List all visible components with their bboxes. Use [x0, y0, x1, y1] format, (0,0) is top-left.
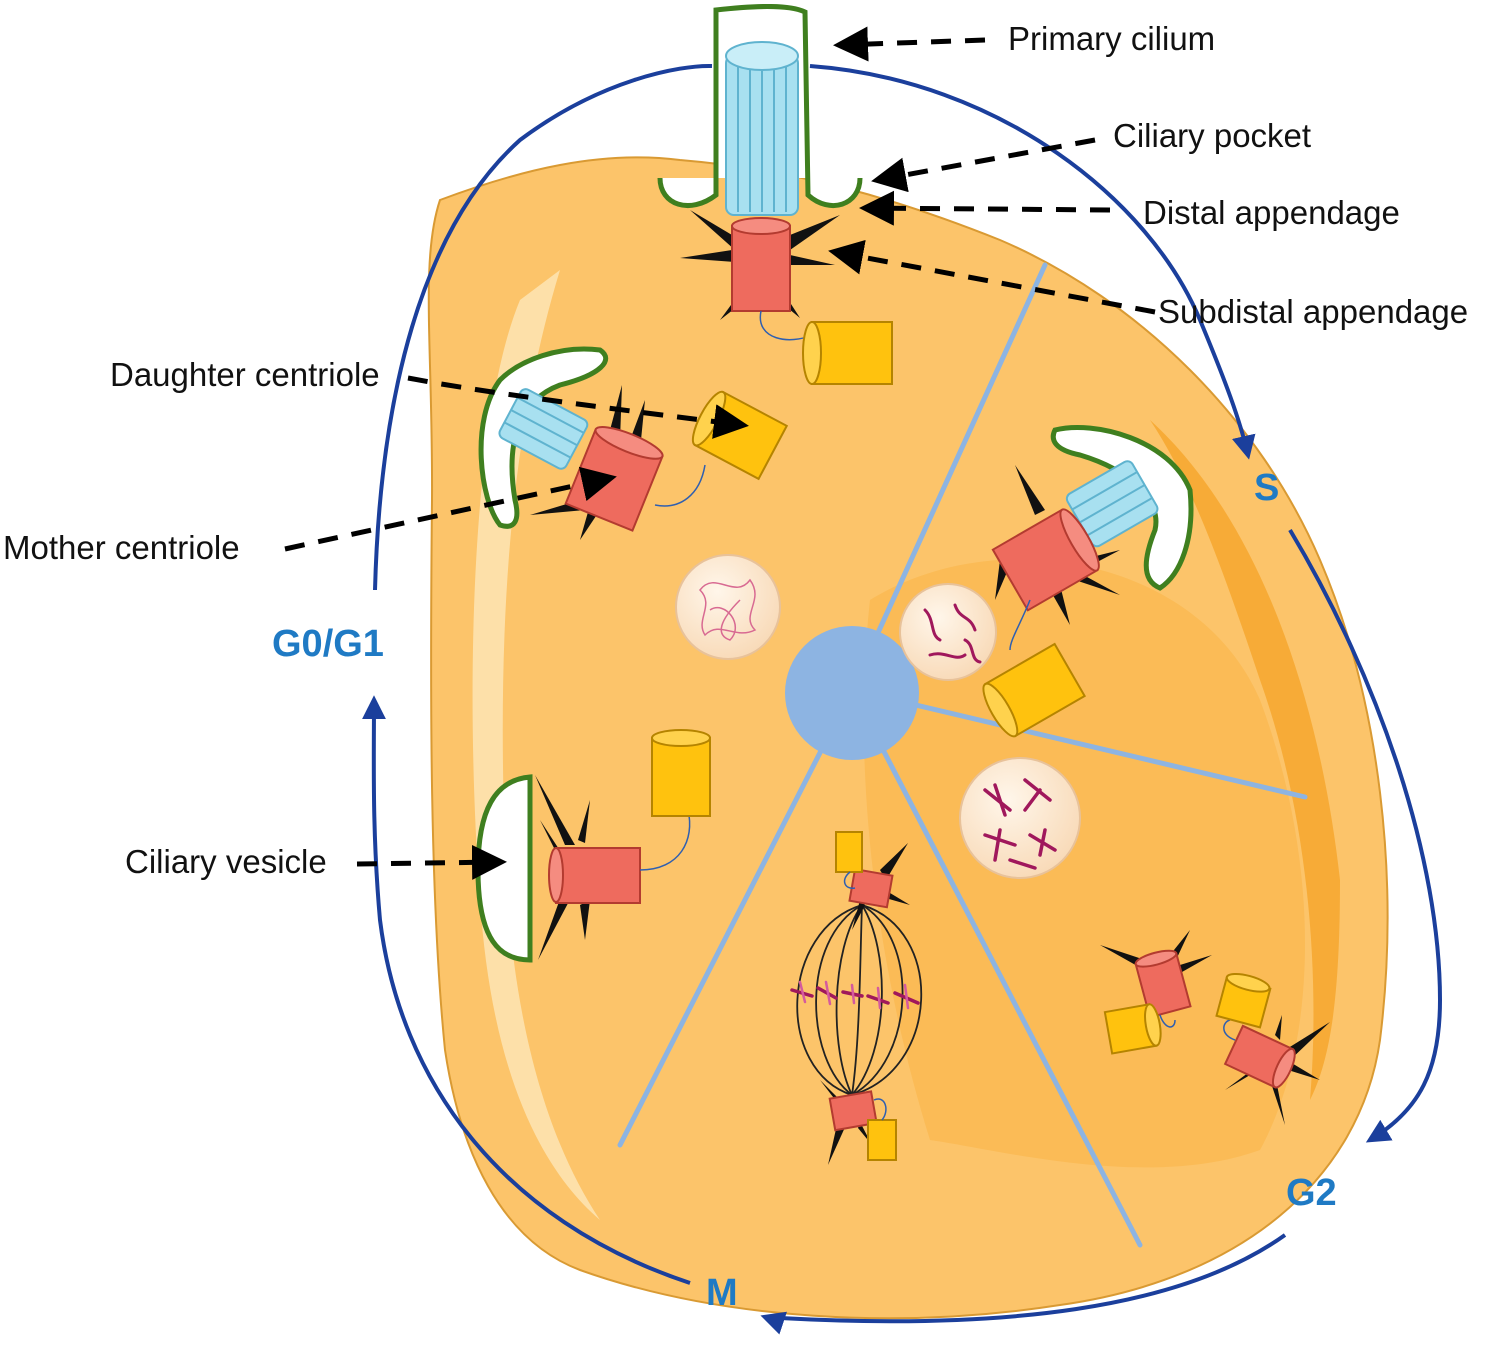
mother-centriole-top: [731, 217, 791, 312]
mitotic-spindle: [790, 831, 923, 1165]
phase-label-g0g1: G0/G1: [272, 623, 384, 665]
center-disc: [785, 626, 919, 760]
s-phase-centrioles: [982, 425, 1194, 738]
label-distal-appendage: Distal appendage: [1143, 194, 1400, 231]
label-primary-cilium: Primary cilium: [1008, 20, 1215, 57]
leader-ciliary-pocket: [871, 137, 1096, 193]
phase-label-s: S: [1254, 467, 1279, 509]
leader-ciliary-vesicle: [356, 844, 507, 880]
leader-primary-cilium: [833, 26, 986, 62]
label-ciliary-pocket: Ciliary pocket: [1113, 117, 1311, 154]
leader-distal-appendage: [859, 190, 1111, 226]
nucleus-s: [899, 583, 997, 681]
phase-label-g2: G2: [1286, 1172, 1337, 1214]
axoneme: [725, 41, 799, 216]
phase-dividers: [617, 262, 1308, 1248]
label-ciliary-vesicle: Ciliary vesicle: [125, 843, 327, 880]
cell-cycle-arrows: [361, 63, 1443, 1335]
cell-edge-shade: [1150, 420, 1340, 1100]
label-subdistal-appendage: Subdistal appendage: [1158, 293, 1468, 330]
nucleus-g1: [675, 554, 781, 660]
daughter-centriole-top: [802, 321, 893, 385]
phase-label-m: M: [706, 1272, 738, 1314]
leader-mother-centriole: [284, 466, 617, 552]
cell-shade: [863, 559, 1305, 1168]
label-daughter-centriole: Daughter centriole: [110, 356, 380, 393]
leader-lines: [284, 26, 1156, 880]
leader-daughter-centriole: [407, 375, 749, 439]
phase-labels: G0/G1 S G2 M: [272, 467, 1337, 1314]
nucleus-g2: [959, 757, 1081, 879]
primary-cilium-structure: [657, 4, 893, 385]
label-mother-centriole: Mother centriole: [3, 529, 240, 566]
g2-centriole-pairs: [1100, 930, 1330, 1125]
structure-labels: Primary cilium Ciliary pocket Distal app…: [3, 20, 1468, 880]
